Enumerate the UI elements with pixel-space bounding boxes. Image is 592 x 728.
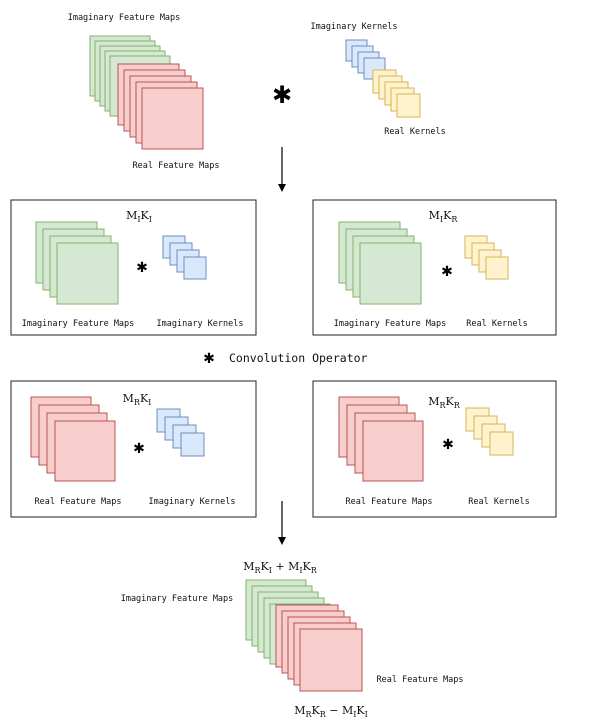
panel-left-label: Imaginary Feature Maps: [22, 319, 135, 329]
legend-text: Convolution Operator: [229, 351, 368, 365]
panel-right-label: Real Kernels: [468, 497, 529, 507]
asterisk-icon: ✱: [133, 441, 145, 457]
real-feature-maps-stack: [30, 396, 116, 482]
panel-right-label: Real Kernels: [466, 319, 527, 329]
imaginary-feature-map: [56, 242, 119, 305]
real-kernel: [396, 93, 421, 118]
real-kernel: [489, 431, 514, 456]
panel-mi-ki: MIKI ✱ Imaginary Feature Maps Imaginary …: [10, 199, 257, 336]
real-part-formula: MRKR − MIKI: [294, 704, 368, 719]
real-feature-map: [141, 87, 204, 150]
asterisk-icon: ✱: [272, 81, 292, 109]
real-feature-maps-stack: [338, 396, 424, 482]
panel-right-label: Imaginary Kernels: [149, 497, 236, 507]
asterisk-icon: ✱: [136, 260, 148, 276]
bottom-real-maps-label: Real Feature Maps: [377, 675, 464, 685]
real-kernel: [485, 256, 509, 280]
real-kernels-stack: [465, 407, 514, 456]
top-imaginary-kernels-label: Imaginary Kernels: [311, 22, 398, 32]
imaginary-kernels-stack: [156, 408, 205, 457]
real-feature-map: [362, 420, 424, 482]
top-section: Imaginary Feature Maps Real Feature Maps…: [68, 13, 446, 171]
panel-mr-ki: MRKI ✱ Real Feature Maps Imaginary Kerne…: [10, 380, 257, 518]
imaginary-part-formula: MRKI + MIKR: [243, 560, 318, 575]
top-real-maps-label: Real Feature Maps: [133, 161, 220, 171]
bottom-section: MRKI + MIKR Imaginary Feature Maps Real …: [121, 560, 464, 719]
panel-right-label: Imaginary Kernels: [157, 319, 244, 329]
imaginary-feature-maps-stack: [35, 221, 119, 305]
panel-formula: MIKI: [126, 209, 152, 224]
asterisk-icon: ✱: [442, 437, 454, 453]
panel-left-label: Real Feature Maps: [35, 497, 122, 507]
top-imaginary-maps-label: Imaginary Feature Maps: [68, 13, 181, 23]
imaginary-feature-map: [359, 242, 422, 305]
panel-border: [10, 199, 257, 336]
imaginary-kernel: [183, 256, 207, 280]
imaginary-kernels-stack: [162, 235, 207, 280]
panel-formula: MRKR: [428, 395, 461, 410]
top-real-kernels-label: Real Kernels: [384, 127, 445, 137]
real-kernels-stack: [372, 69, 421, 118]
real-feature-map: [299, 628, 363, 692]
panel-mi-kr: MIKR ✱ Imaginary Feature Maps Real Kerne…: [312, 199, 557, 336]
panel-border: [312, 380, 557, 518]
bottom-imaginary-maps-label: Imaginary Feature Maps: [121, 594, 234, 604]
panel-formula: MIKR: [429, 209, 459, 224]
panel-mr-kr: MRKR ✱ Real Feature Maps Real Kernels: [312, 380, 557, 518]
panel-formula: MRKI: [123, 392, 152, 407]
panel-border: [312, 199, 557, 336]
panel-left-label: Real Feature Maps: [346, 497, 433, 507]
panel-left-label: Imaginary Feature Maps: [334, 319, 447, 329]
real-kernels-stack: [464, 235, 509, 280]
imaginary-feature-maps-stack: [338, 221, 422, 305]
operator-legend: ✱ Convolution Operator: [203, 351, 367, 367]
imaginary-kernel: [180, 432, 205, 457]
panel-border: [10, 380, 257, 518]
asterisk-icon: ✱: [441, 264, 453, 280]
real-feature-map: [54, 420, 116, 482]
real-feature-maps-stack: [275, 604, 363, 692]
asterisk-icon: ✱: [203, 351, 215, 367]
real-feature-maps-stack: [117, 63, 204, 150]
